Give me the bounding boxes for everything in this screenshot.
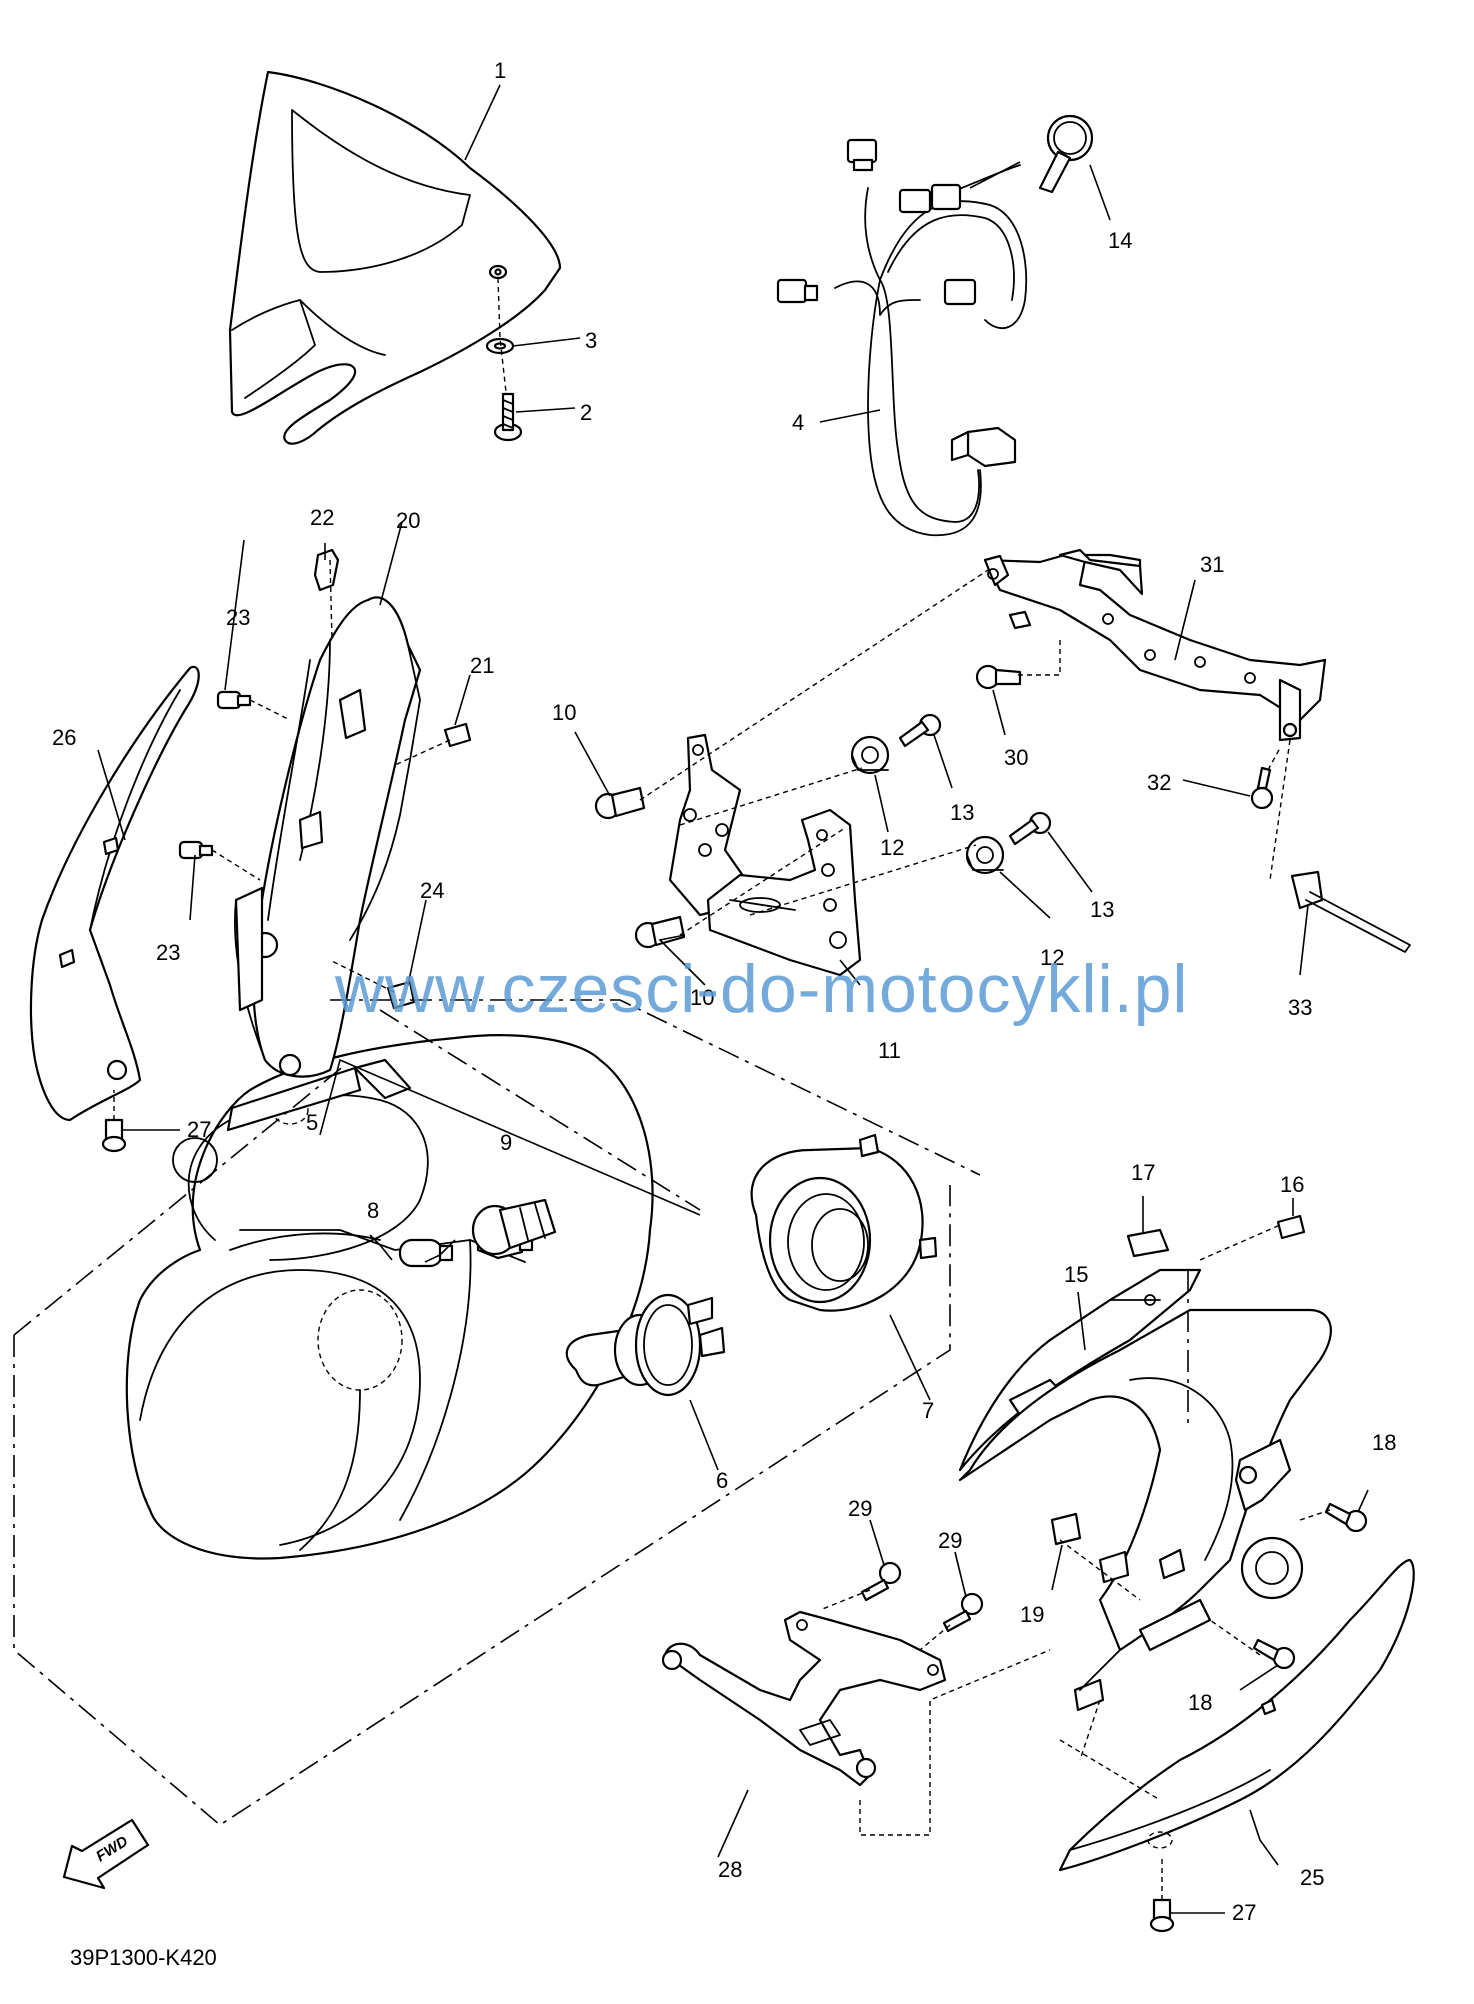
callout-7: 7 [922,1398,934,1423]
watermark-text: www.czesci-do-motocykli.pl [334,951,1189,1027]
callout-labels: 1 2 3 4 5 6 7 8 9 10 10 11 12 12 13 13 1… [52,58,1396,1925]
part-windscreen [228,70,562,445]
callout-32: 32 [1147,770,1171,795]
part-side-cover-26 [29,665,200,1122]
callout-27a: 27 [187,1117,211,1142]
part-nut-24 [386,980,416,1010]
callout-9: 9 [500,1130,512,1155]
part-screw-2 [493,392,523,442]
callout-18a: 18 [1372,1430,1396,1455]
part-bulb-cover-7 [750,1133,938,1312]
part-band-clamp [1038,114,1094,194]
callout-6: 6 [716,1468,728,1493]
part-screw-29a [860,1561,902,1602]
part-bolt-10b [634,915,686,949]
callout-28: 28 [718,1857,742,1882]
part-stay-31 [983,548,1327,742]
part-nut-19 [1050,1512,1082,1546]
callout-24: 24 [420,878,444,903]
leader-lines [97,84,1369,1914]
callout-31: 31 [1200,552,1224,577]
callout-23a: 23 [226,605,250,630]
callout-15: 15 [1064,1262,1088,1287]
part-wire-harness [776,138,1028,537]
part-screw-29b [942,1592,984,1633]
callout-20: 20 [396,508,420,533]
callout-27b: 27 [1232,1900,1256,1925]
part-damper-12a [850,735,890,775]
callout-4: 4 [792,410,804,435]
fwd-arrow: FWD [62,1818,150,1890]
part-damper-12b [965,835,1005,875]
callout-33: 33 [1288,995,1312,1020]
part-bolt-10a [594,786,646,820]
part-bolt-32 [1250,766,1274,810]
part-screw-18b [1252,1638,1296,1670]
callout-26: 26 [52,725,76,750]
callout-3: 3 [585,328,597,353]
part-screw-27b [1149,1898,1175,1933]
part-stay-11 [706,808,862,977]
part-nut-16 [1276,1214,1306,1240]
part-headlight-unit [125,1034,654,1560]
callout-8: 8 [367,1198,379,1223]
callout-21: 21 [470,653,494,678]
callout-22: 22 [310,505,334,530]
callout-29a: 29 [848,1496,872,1521]
part-screw-23a [216,690,252,710]
part-socket-9 [471,1198,557,1256]
part-side-cover-right [958,1308,1332,1712]
callout-17: 17 [1131,1160,1155,1185]
callout-18b: 18 [1188,1690,1212,1715]
callout-29b: 29 [938,1528,962,1553]
part-screw-27a [101,1118,127,1153]
part-inner-panel-15 [958,1268,1202,1472]
callout-12a: 12 [880,835,904,860]
callout-2: 2 [580,400,592,425]
callout-30: 30 [1004,745,1028,770]
callout-12b: 12 [1040,945,1064,970]
callout-25: 25 [1300,1865,1324,1890]
callout-13b: 13 [1090,897,1114,922]
part-bolt-30 [975,664,1022,690]
drawing-code: 39P1300-K420 [70,1945,217,1970]
callout-19: 19 [1020,1602,1044,1627]
part-nut-17 [1126,1228,1170,1258]
callout-1: 1 [494,58,506,83]
callout-14: 14 [1108,228,1132,253]
callout-5: 5 [306,1110,318,1135]
part-inner-panel-20 [234,596,422,1078]
callout-10b: 10 [690,985,714,1010]
part-headlight-bulb-6 [565,1293,726,1397]
part-cable-tie-33 [1290,870,1411,953]
callout-23b: 23 [156,940,180,965]
callout-16: 16 [1280,1172,1304,1197]
callout-13a: 13 [950,800,974,825]
part-stay-28 [661,1610,947,1787]
callout-10a: 10 [552,700,576,725]
part-screw-13a [898,713,942,748]
part-screw-13b [1008,811,1052,846]
part-screw-23b [178,840,214,860]
callout-11: 11 [878,1038,901,1063]
part-clip-22 [313,548,340,592]
part-nut-21 [443,722,472,748]
assembly-dashed-lines [13,569,1331,1900]
